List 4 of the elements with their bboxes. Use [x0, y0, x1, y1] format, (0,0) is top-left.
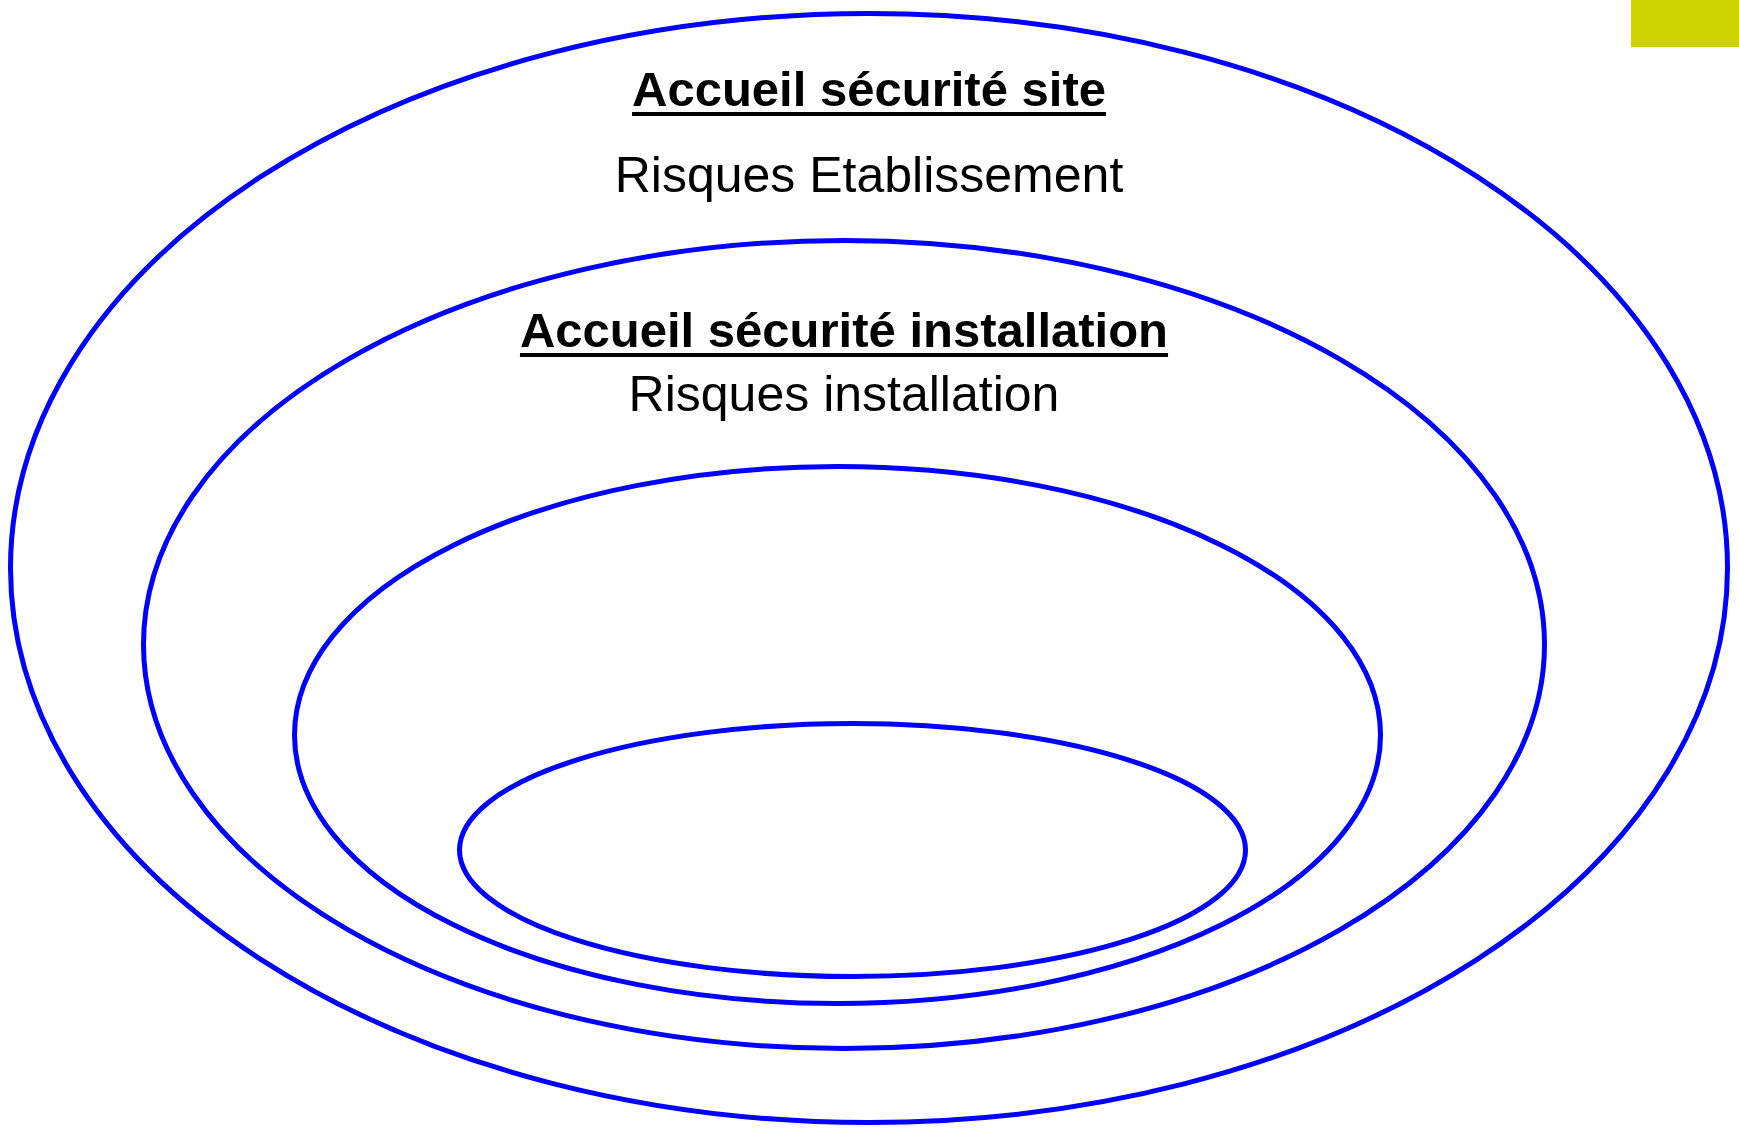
heading: Accueil sécurité site	[632, 61, 1106, 118]
heading: Accueil sécurité installation	[519, 302, 1169, 359]
subtitle: Risques Etablissement	[614, 147, 1124, 205]
subtitle: Risques installation	[628, 366, 1060, 424]
